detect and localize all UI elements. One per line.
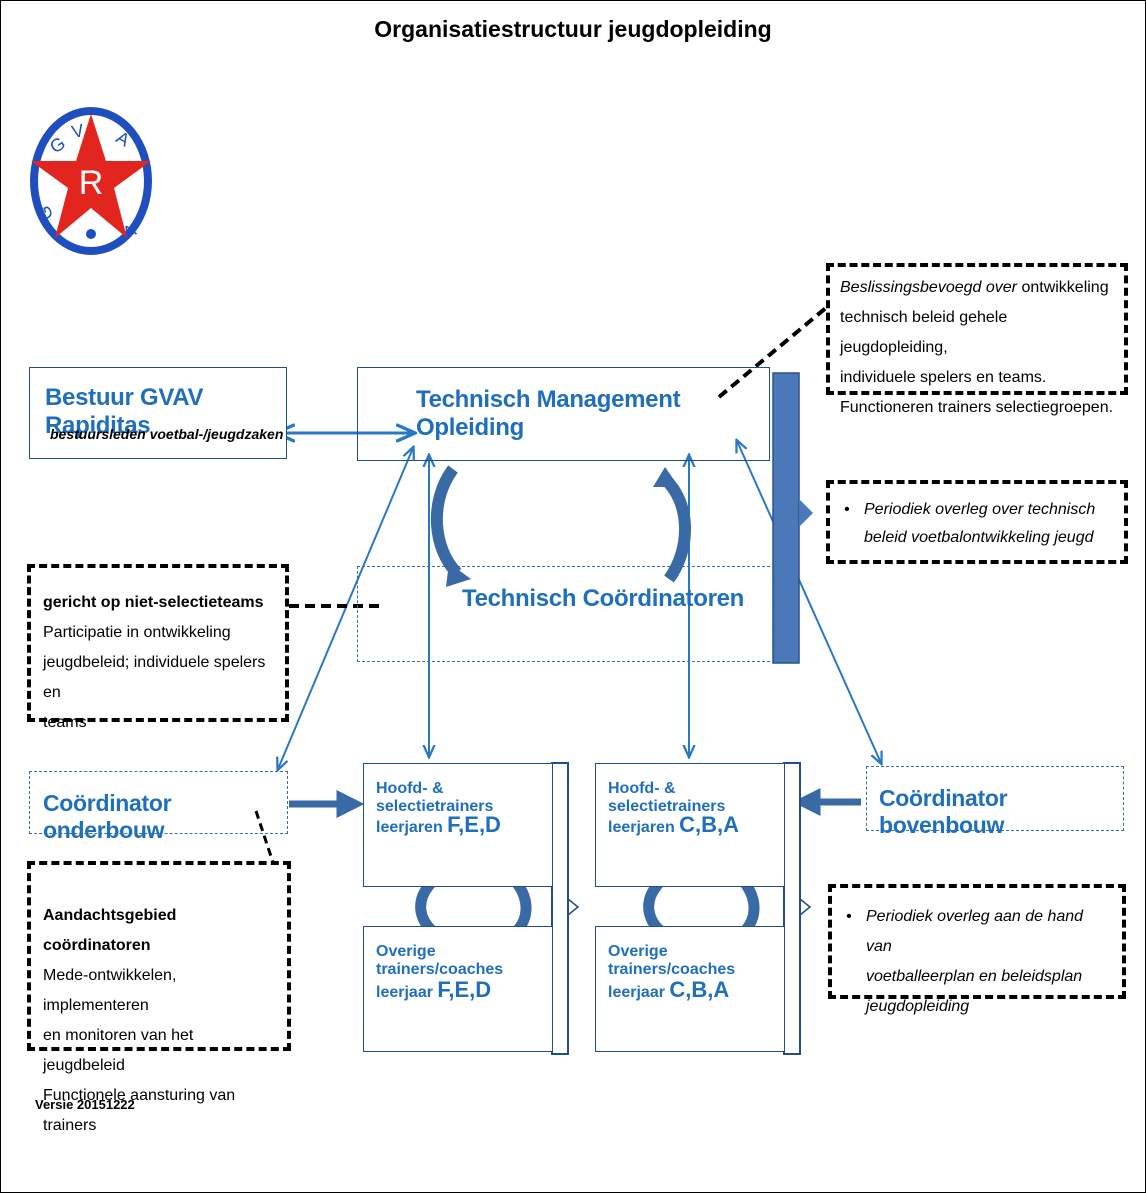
tc-title: Technisch Coördinatoren (462, 585, 745, 612)
note-overleg-2-line-1: Periodiek overleg aan de hand van (866, 908, 1084, 955)
cba-side-bar (783, 762, 801, 1055)
fed-head-grades: F,E,D (447, 812, 501, 837)
cba-head-prefix: leerjaren (608, 819, 680, 836)
coordinator-onderbouw-box: Coördinator onderbouw (29, 771, 288, 843)
fed-other-prefix: leerjaar (376, 984, 438, 1001)
club-logo: R G V A V G (29, 106, 153, 256)
tc-box: Technisch Coördinatoren (357, 566, 775, 662)
note-aandacht-line-2: en monitoren van het jeugdbeleid (43, 1027, 194, 1074)
cba-head-label: Hoofd- & selectietrainers (608, 780, 726, 815)
note-niet-selectie-line-1: Participatie in ontwikkeling (43, 624, 231, 641)
connector-note-top (717, 305, 829, 399)
note-overleg-1-line-1: Periodiek overleg over technisch (864, 501, 1096, 518)
note-overleg-voetballeerplan: • Periodiek overleg aan de hand van voet… (828, 884, 1126, 1015)
fed-other-grades: F,E,D (437, 977, 492, 1002)
fed-head-prefix: leerjaren (376, 819, 448, 836)
note-niet-selectie-line-2: jeugdbeleid; individuele spelers en (43, 654, 266, 701)
cba-head-box: Hoofd- & selectietrainers leerjaren C,B,… (595, 763, 785, 887)
cba-other-box: Overige trainers/coaches leerjaar C,B,A (595, 926, 785, 1052)
fed-head-label: Hoofd- & selectietrainers (376, 780, 494, 815)
page-title: Organisatiestructuur jeugdopleiding (374, 16, 772, 42)
note-top-line-2: individuele spelers en teams. (840, 369, 1047, 386)
bestuur-subtitle: bestuursleden voetbal-/jeugdzaken (50, 426, 284, 442)
fed-other-box: Overige trainers/coaches leerjaar F,E,D (363, 926, 553, 1052)
tmo-side-bar-tip (799, 499, 813, 527)
version-label: Versie 20151222 (35, 1097, 135, 1112)
note-overleg-technisch: • Periodiek overleg over technisch belei… (826, 480, 1128, 564)
logo-dot (86, 229, 96, 239)
coordinator-bovenbouw-title: Coördinator bovenbouw (879, 785, 1008, 838)
logo-letter-v1: V (70, 120, 86, 142)
tmo-box: Technisch Management Opleiding (357, 367, 770, 461)
bestuur-box: Bestuur GVAV Rapiditas bestuursleden voe… (29, 367, 287, 459)
note-top-line-1: technisch beleid gehele jeugdopleiding, (840, 309, 1008, 356)
cba-head-grades: C,B,A (679, 812, 740, 837)
logo-letter-r: R (79, 164, 104, 202)
note-top-rest: ontwikkeling (1017, 279, 1109, 296)
note-aandacht-line-1: Mede-ontwikkelen, implementeren (43, 967, 177, 1014)
note-aandacht-line-3: Functionele aansturing van trainers (43, 1087, 236, 1134)
logo-star (31, 114, 151, 238)
arrow-tmo-bovenbouw (737, 441, 881, 763)
tmo-title: Technisch Management Opleiding (416, 386, 681, 441)
logo-graphic: R G V A V G (30, 107, 152, 255)
tmo-side-bar (772, 372, 800, 664)
note-beslissingsbevoegd: Beslissingsbevoegd over ontwikkeling tec… (826, 263, 1128, 416)
bullet: • (846, 908, 852, 925)
fed-head-box: Hoofd- & selectietrainers leerjaren F,E,… (363, 763, 553, 887)
note-aandachtsgebied: Aandachtsgebied coördinatoren Mede-ontwi… (27, 861, 291, 1134)
curved-arrow-tmo-tc-left (431, 465, 462, 578)
coordinator-onderbouw-title: Coördinator onderbouw (43, 790, 172, 843)
note-niet-selectie-line-3: teams (43, 714, 87, 731)
coordinator-bovenbouw-box: Coördinator bovenbouw (866, 766, 1124, 838)
note-overleg-1-line-2: beleid voetbalontwikkeling jeugd (864, 529, 1094, 546)
fed-other-label: Overige trainers/coaches (376, 943, 504, 978)
cba-other-prefix: leerjaar (608, 984, 670, 1001)
note-top-line-3: Functioneren trainers selectiegroepen. (840, 399, 1114, 416)
note-overleg-2-line-3: jeugdopleiding (866, 998, 970, 1015)
bestuur-title: Bestuur GVAV Rapiditas (45, 384, 204, 439)
bullet: • (844, 501, 850, 518)
arrow-tmo-onderbouw (278, 448, 413, 769)
note-overleg-2-line-2: voetballeerplan en beleidsplan (866, 968, 1083, 985)
logo-letter-g2: G (34, 203, 58, 223)
fed-side-bar (551, 762, 569, 1055)
cba-other-grades: C,B,A (669, 977, 730, 1002)
cba-other-label: Overige trainers/coaches (608, 943, 736, 978)
note-top-italic: Beslissingsbevoegd over (840, 279, 1017, 296)
note-niet-selectie-heading: gericht op niet-selectieteams (43, 594, 264, 611)
note-aandacht-heading: Aandachtsgebied coördinatoren (43, 907, 177, 954)
note-niet-selectieteams: gericht op niet-selectieteams Participat… (27, 564, 289, 731)
curved-arrow-tmo-tc-right (660, 474, 691, 583)
